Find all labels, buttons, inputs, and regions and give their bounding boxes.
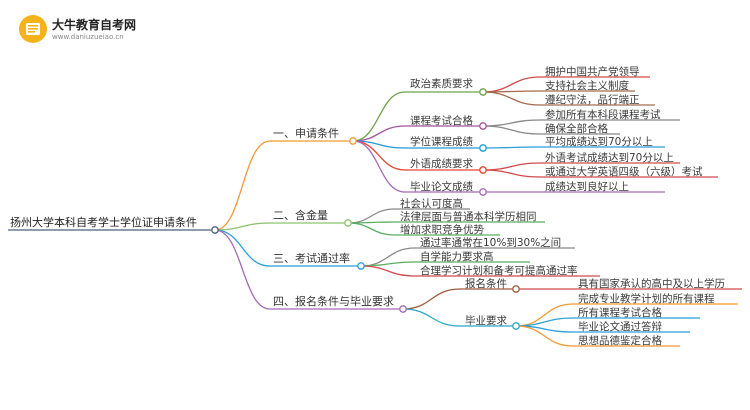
edge-registration-grad bbox=[402, 308, 461, 327]
leaf-grad-1: 完成专业教学计划的所有课程 bbox=[578, 293, 715, 305]
node-registration: 报名条件 bbox=[465, 278, 507, 290]
edge-application-thesis bbox=[352, 140, 406, 193]
edge-value-leaf-1 bbox=[347, 208, 396, 224]
node-degree: 学位课程成绩 bbox=[410, 136, 473, 148]
leaf-rate-2: 自学能力要求高 bbox=[420, 251, 494, 263]
brand-logo bbox=[18, 14, 48, 44]
leaf-grad-2: 所有课程考试合格 bbox=[578, 307, 662, 319]
edge-grad-leaf-4 bbox=[515, 325, 574, 347]
edge-courses-leaf-2 bbox=[482, 125, 541, 135]
edge-application-politics bbox=[352, 91, 406, 142]
edge-grad-leaf-1 bbox=[515, 303, 574, 327]
brand-name: 大牛教育自考网 bbox=[52, 18, 137, 32]
section-application: 一、申请条件 bbox=[273, 127, 339, 140]
edge-rate-leaf-2 bbox=[360, 261, 416, 267]
dot-root bbox=[211, 226, 219, 234]
leaf-value-2: 法律层面与普通本科学历相同 bbox=[400, 211, 537, 223]
dot-reg bbox=[512, 285, 520, 293]
edge-root-registration bbox=[214, 229, 271, 310]
edge-value-leaf-3 bbox=[347, 222, 396, 236]
leaf-thesis-1: 成绩达到良好以上 bbox=[545, 181, 629, 193]
dot-language bbox=[479, 166, 487, 174]
leaf-rate-3: 合理学习计划和备考可提高通过率 bbox=[420, 265, 578, 277]
leaf-grad-3: 毕业论文通过答辩 bbox=[578, 321, 662, 333]
leaf-value-1: 社会认可度高 bbox=[400, 198, 463, 210]
leaf-value-3: 增加求职竞争优势 bbox=[400, 224, 484, 236]
section-registration: 四、报名条件与毕业要求 bbox=[273, 295, 394, 308]
leaf-rate-1: 通过率通常在10%到30%之间 bbox=[420, 237, 562, 249]
leaf-courses-2: 确保全部合格 bbox=[545, 123, 608, 135]
dot-thesis bbox=[479, 188, 487, 196]
leaf-politics-1: 拥护中国共产党领导 bbox=[545, 66, 640, 78]
edge-politics-leaf-1 bbox=[482, 76, 541, 93]
leaf-language-1: 外语考试成绩达到70分以上 bbox=[545, 152, 674, 164]
dot-registration bbox=[399, 305, 407, 313]
dot-courses bbox=[479, 122, 487, 130]
node-politics: 政治素质要求 bbox=[410, 78, 473, 90]
dot-pass-rate bbox=[357, 262, 365, 270]
leaf-courses-1: 参加所有本科段课程考试 bbox=[545, 109, 661, 121]
leaf-reg-1: 具有国家承认的高中及以上学历 bbox=[578, 278, 725, 290]
edge-language-leaf-1 bbox=[482, 162, 541, 171]
root-node: 扬州大学本科自考学士学位证申请条件 bbox=[10, 216, 197, 229]
leaf-grad-4: 思想品德鉴定合格 bbox=[578, 335, 662, 347]
dot-value bbox=[344, 219, 352, 227]
leaf-degree-1: 平均成绩达到70分以上 bbox=[545, 136, 653, 148]
leaf-language-2: 或通过大学英语四级（六级）考试 bbox=[545, 166, 703, 178]
leaf-politics-3: 遵纪守法，品行端正 bbox=[545, 94, 640, 106]
edge-registration-reg bbox=[402, 288, 461, 310]
dot-politics bbox=[479, 88, 487, 96]
leaf-politics-2: 支持社会主义制度 bbox=[545, 80, 629, 92]
edge-language-leaf-2 bbox=[482, 169, 541, 178]
edge-politics-leaf-3 bbox=[482, 91, 541, 106]
dot-degree bbox=[479, 144, 487, 152]
node-thesis: 毕业论文成绩 bbox=[410, 181, 473, 193]
brand-url: www.daniuzueiao.cn bbox=[52, 33, 124, 41]
section-pass-rate: 三、考试通过率 bbox=[273, 252, 350, 265]
dot-grad bbox=[512, 322, 520, 330]
node-language: 外语成绩要求 bbox=[410, 158, 473, 170]
edge-root-value bbox=[214, 222, 271, 231]
edge-courses-leaf-1 bbox=[482, 119, 541, 127]
node-courses: 课程考试合格 bbox=[410, 115, 473, 127]
section-value: 二、含金量 bbox=[273, 209, 328, 222]
edge-degree-leaf-1 bbox=[482, 146, 541, 149]
dot-application bbox=[349, 137, 357, 145]
edge-rate-leaf-1 bbox=[360, 247, 416, 267]
edge-root-application bbox=[214, 140, 271, 231]
node-graduation: 毕业要求 bbox=[465, 315, 507, 327]
edge-root-pass-rate bbox=[214, 229, 271, 267]
edge-rate-leaf-3 bbox=[360, 265, 416, 277]
